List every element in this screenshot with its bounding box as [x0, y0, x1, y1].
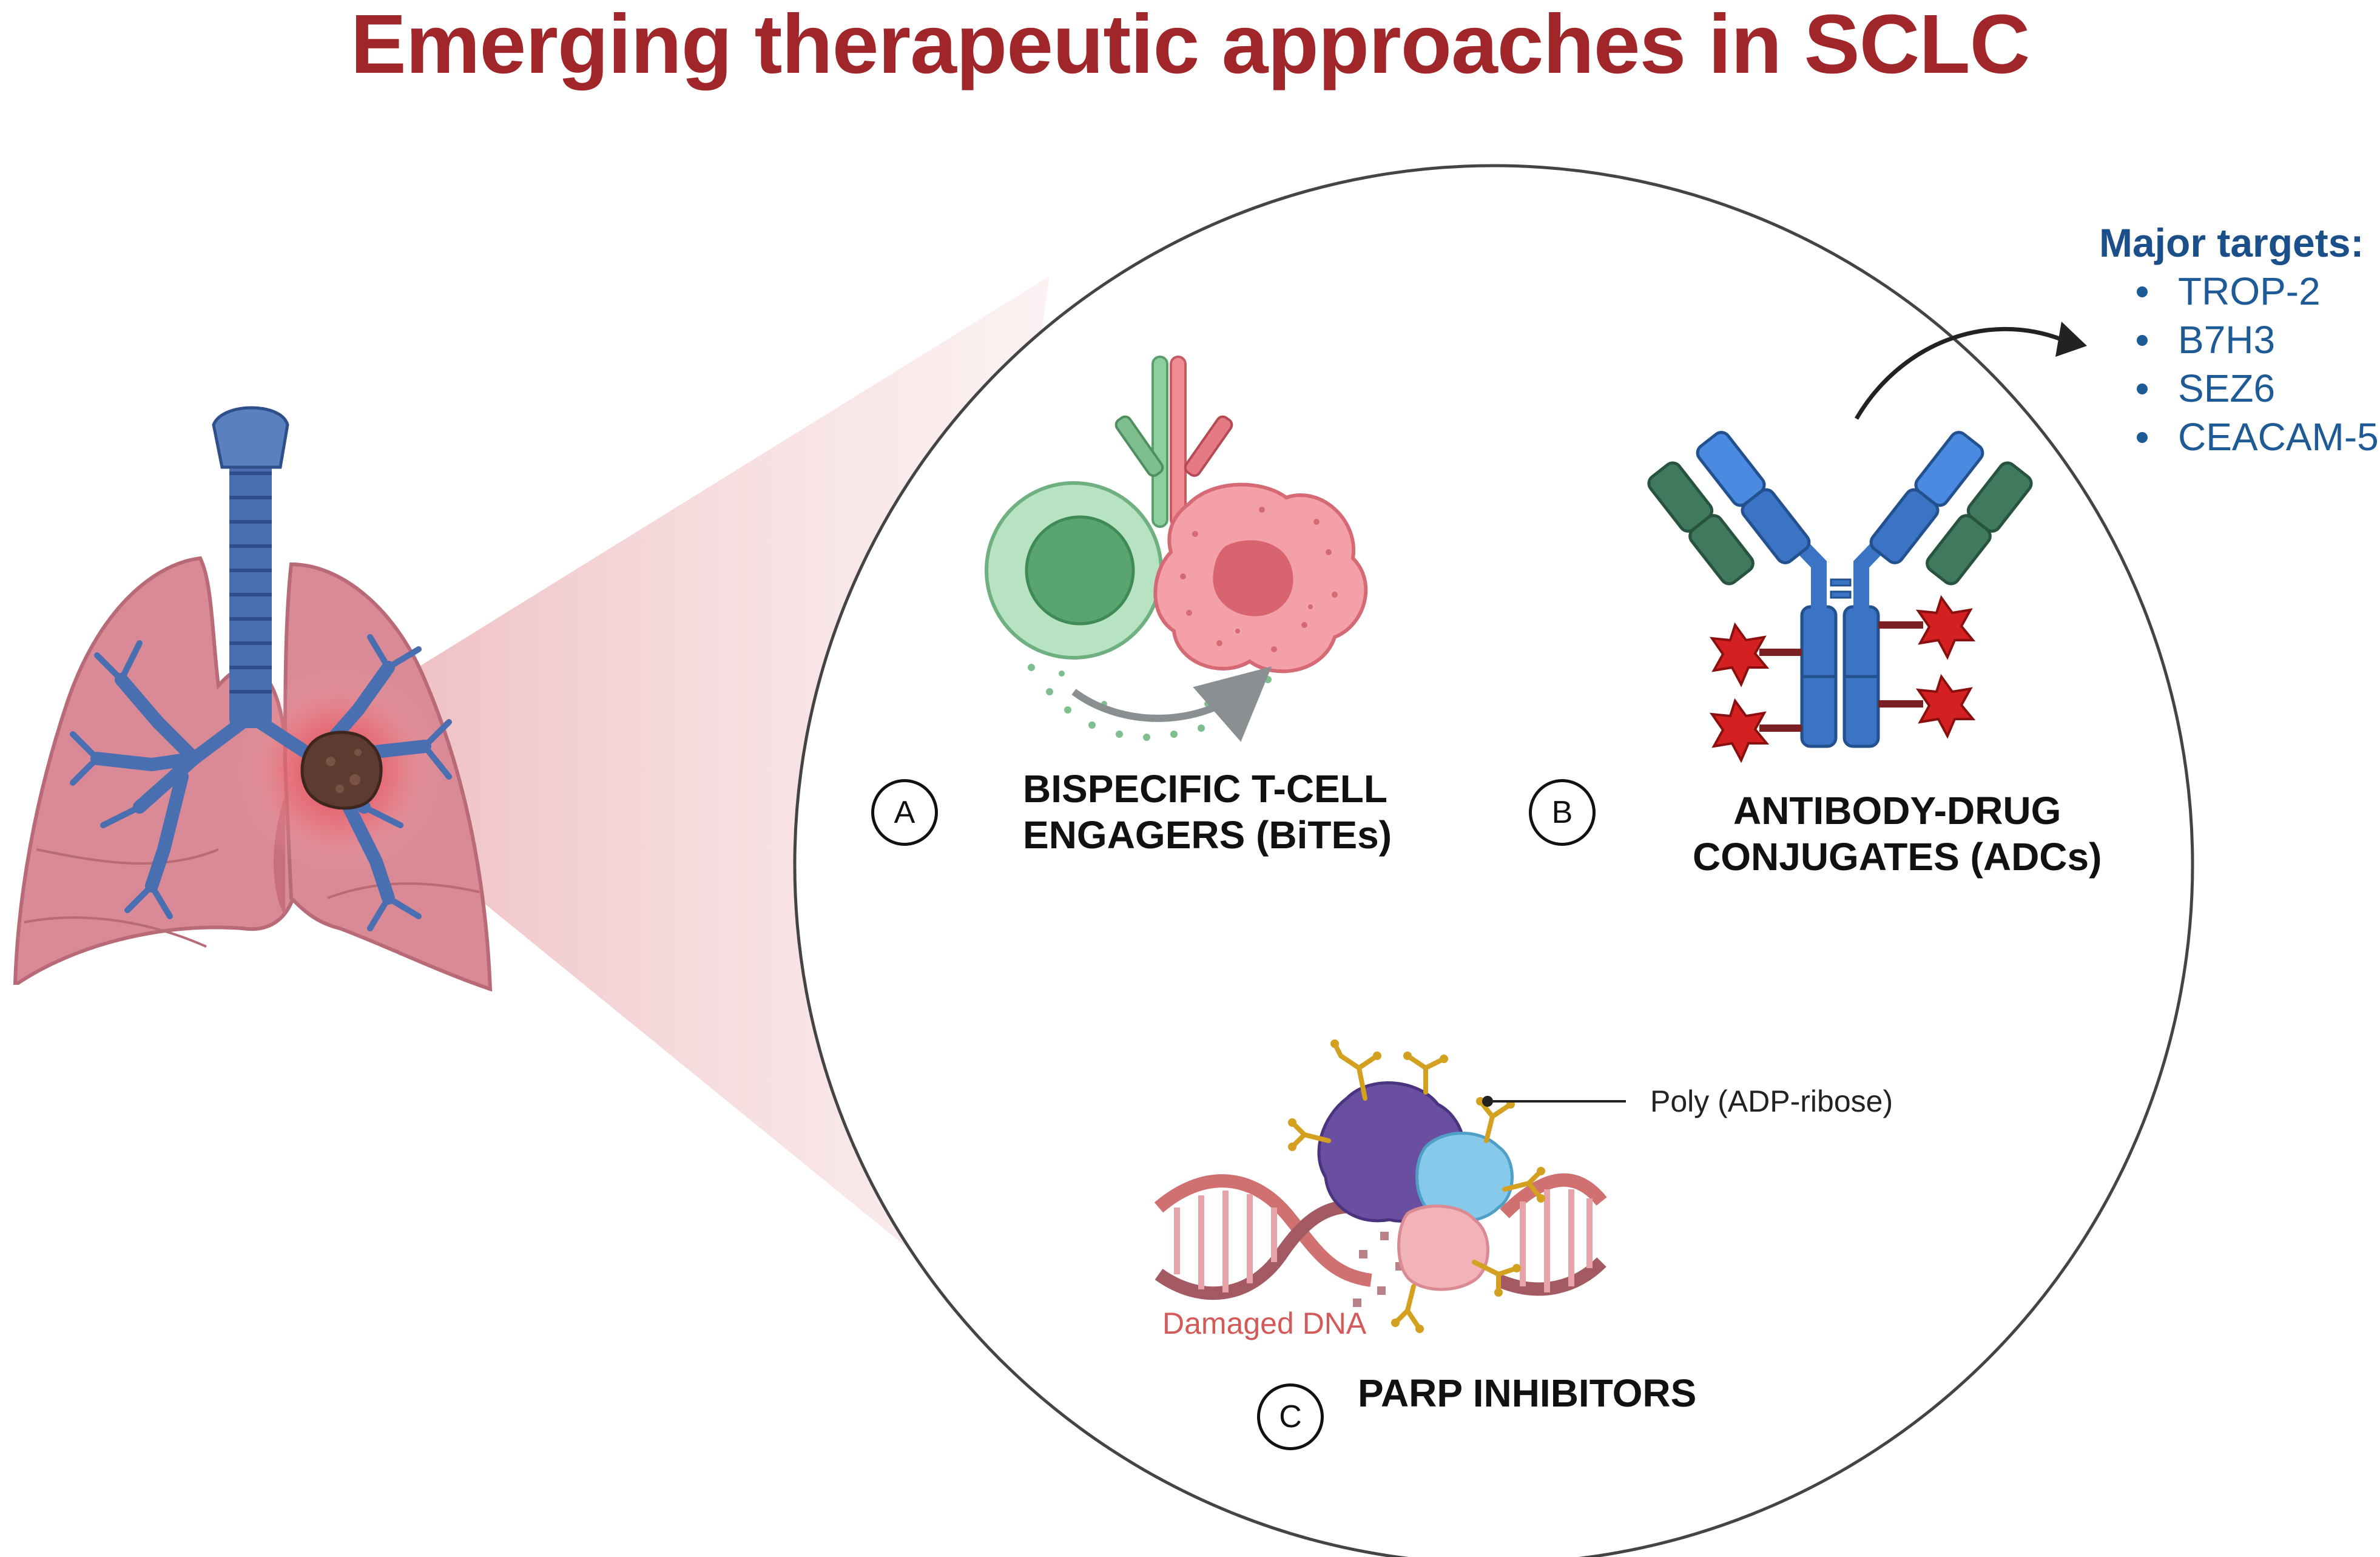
t-cell-icon — [985, 481, 1163, 660]
lungs-icon — [13, 406, 493, 992]
panel-c-marker: C — [1257, 1383, 1324, 1450]
panel-a-marker: A — [871, 779, 938, 846]
figure-title: Emerging therapeutic approaches in SCLC — [350, 0, 2031, 91]
tumor-cell-icon — [1153, 482, 1368, 674]
parp-enzyme-icon — [1317, 1081, 1514, 1291]
panel-b-marker: B — [1529, 779, 1596, 846]
target-item: SEZ6 — [2111, 364, 2379, 413]
bites-label-line2: ENGAGERS (BiTEs) — [1023, 813, 1392, 857]
target-item: CEACAM-5 — [2111, 413, 2379, 461]
damaged-dna-label: Damaged DNA — [1162, 1306, 1367, 1340]
tumor-icon — [300, 731, 383, 810]
bites-label-line1: BISPECIFIC T-CELL — [1023, 767, 1387, 811]
targets-arrow — [1854, 326, 2064, 420]
adc-label-line1: ANTIBODY-DRUG — [1733, 789, 2061, 833]
targets-list: TROP-2 B7H3 SEZ6 CEACAM-5 — [2111, 267, 2379, 461]
adc-label-line2: CONJUGATES (ADCs) — [1693, 835, 2102, 879]
adc-label: ANTIBODY-DRUG CONJUGATES (ADCs) — [1693, 788, 2102, 880]
poly-adp-ribose-label: Poly (ADP-ribose) — [1650, 1084, 1893, 1118]
antibody-icon — [1647, 431, 2033, 748]
targets-title: Major targets: — [2099, 220, 2364, 265]
target-item: B7H3 — [2111, 316, 2379, 364]
detail-circle — [793, 164, 2194, 1557]
drug-payload-icon — [1709, 595, 1976, 763]
bispecific-antibody-icon — [1114, 356, 1233, 528]
arrow-icon — [1071, 666, 1272, 742]
bites-label: BISPECIFIC T-CELL ENGAGERS (BiTEs) — [1023, 766, 1392, 858]
target-item: TROP-2 — [2111, 267, 2379, 316]
targets-arrow-head — [2055, 322, 2087, 357]
parp-label: PARP INHIBITORS — [1358, 1371, 1697, 1415]
